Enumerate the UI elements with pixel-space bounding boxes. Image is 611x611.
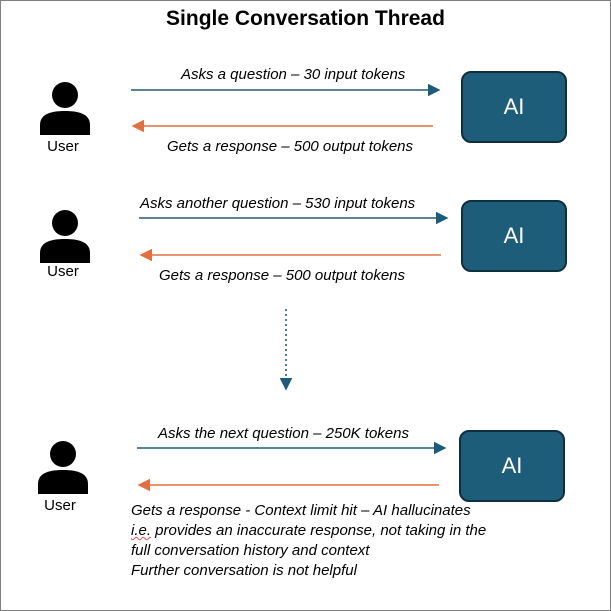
note-ie: i.e. [131,522,152,539]
user-label-3: User [44,497,76,514]
note-line-3: Further conversation is not helpful [131,562,357,579]
response-text-3: Gets a response - Context limit hit – AI… [131,502,471,519]
request-text-3: Asks the next question – 250K tokens [158,425,409,442]
note-line-2: full conversation history and context [131,542,370,559]
ai-label-1: AI [503,94,525,119]
user-icon [38,441,88,494]
response-text-2: Gets a response – 500 output tokens [159,267,405,284]
user-label-1: User [47,138,79,155]
user-icon [40,82,90,135]
ai-label-2: AI [503,223,525,248]
note-line-1: i.e. provides an inaccurate response, no… [131,521,571,541]
ai-box-1: AI [461,71,567,143]
response-text-1: Gets a response – 500 output tokens [167,138,413,155]
request-text-2: Asks another question – 530 input tokens [140,195,416,212]
note-line-1-rest: provides an inaccurate response, not tak… [151,522,487,539]
ai-label-3: AI [501,453,523,478]
ai-box-2: AI [461,200,567,272]
response-note-3: Gets a response - Context limit hit – AI… [131,501,571,581]
user-icon [40,210,90,263]
ai-box-3: AI [459,430,565,502]
diagram-title: Single Conversation Thread [166,7,445,30]
request-text-1: Asks a question – 30 input tokens [181,66,406,83]
user-label-2: User [47,263,79,280]
